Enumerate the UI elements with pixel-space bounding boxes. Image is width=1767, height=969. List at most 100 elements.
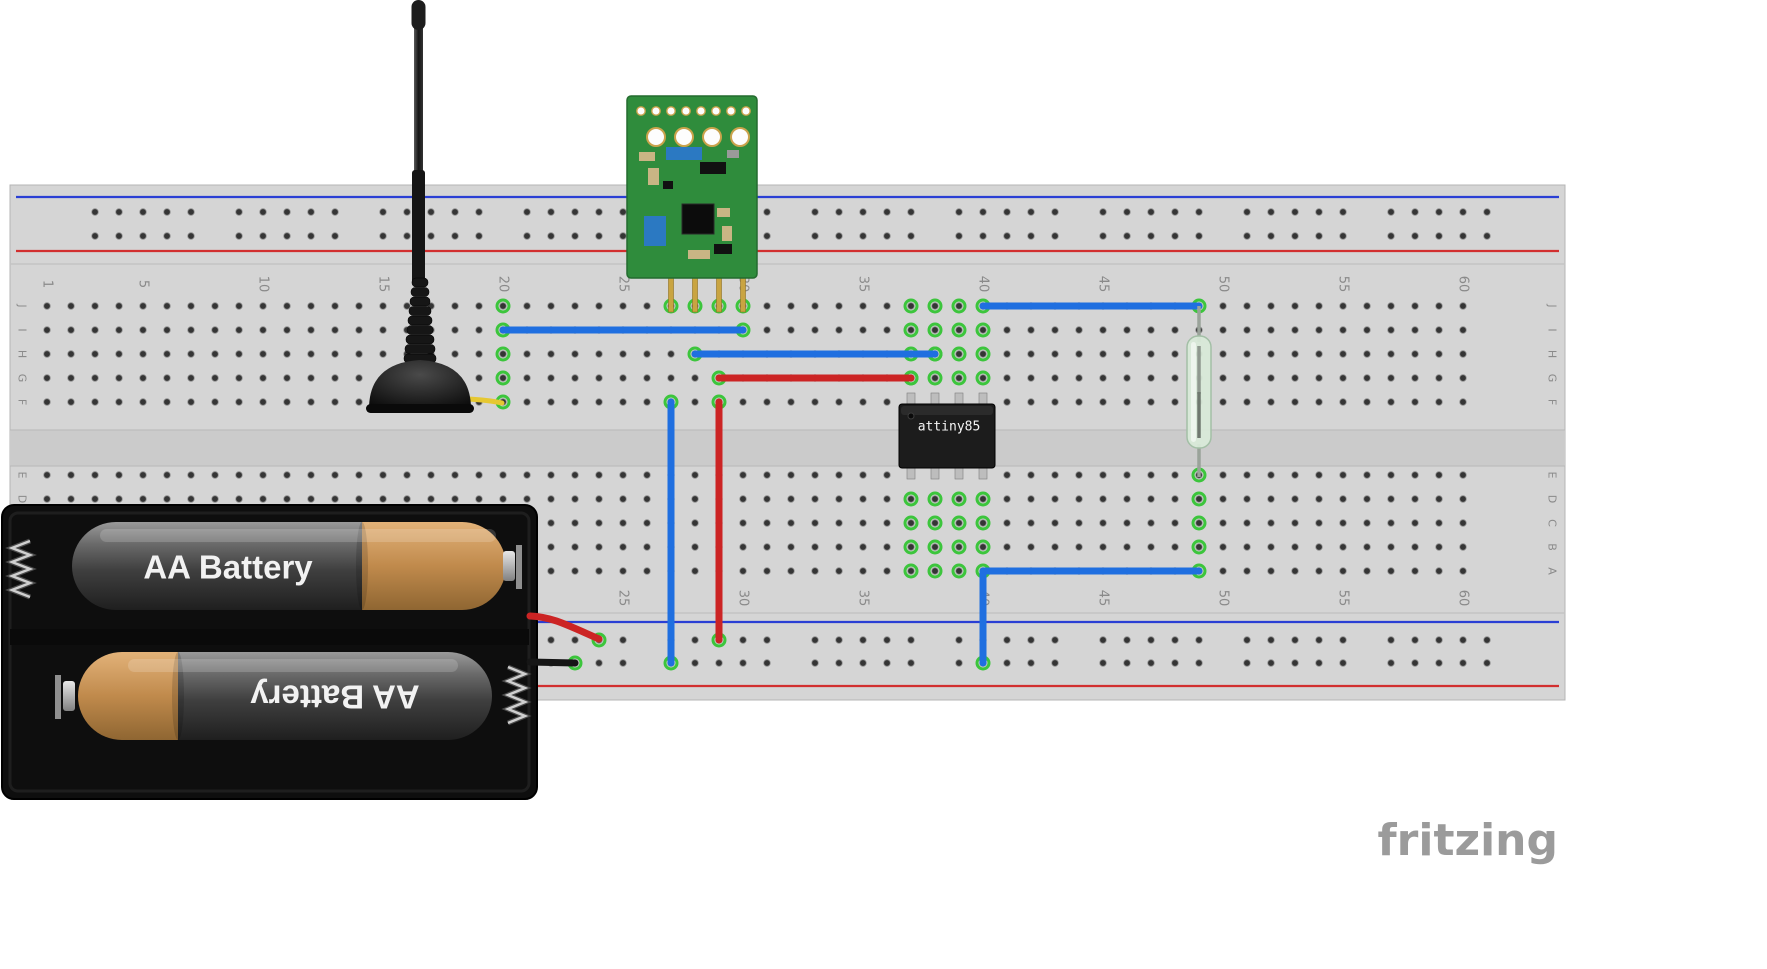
breadboard-hole bbox=[1195, 519, 1203, 527]
breadboard-hole bbox=[451, 326, 459, 334]
breadboard-hole bbox=[1171, 495, 1179, 503]
breadboard-hole bbox=[1195, 636, 1203, 644]
breadboard-hole bbox=[1291, 350, 1299, 358]
breadboard-hole bbox=[1171, 326, 1179, 334]
breadboard-hole bbox=[739, 543, 747, 551]
breadboard-hole bbox=[1051, 471, 1059, 479]
breadboard-hole bbox=[619, 398, 627, 406]
breadboard-hole bbox=[619, 374, 627, 382]
breadboard-hole bbox=[907, 543, 915, 551]
breadboard-hole bbox=[259, 471, 267, 479]
breadboard-hole bbox=[259, 326, 267, 334]
connection-highlight bbox=[927, 539, 943, 555]
breadboard-hole bbox=[1171, 659, 1179, 667]
breadboard-hole bbox=[139, 208, 147, 216]
breadboard-hole bbox=[307, 350, 315, 358]
breadboard-hole bbox=[1051, 208, 1059, 216]
breadboard-hole bbox=[211, 350, 219, 358]
breadboard-hole bbox=[1315, 232, 1323, 240]
breadboard-hole bbox=[787, 398, 795, 406]
breadboard-hole bbox=[91, 326, 99, 334]
breadboard-label: 40 bbox=[976, 276, 991, 293]
breadboard-hole bbox=[931, 543, 939, 551]
breadboard-hole bbox=[907, 326, 915, 334]
breadboard-hole bbox=[331, 471, 339, 479]
breadboard-hole bbox=[1123, 519, 1131, 527]
breadboard-hole bbox=[1267, 232, 1275, 240]
breadboard-hole bbox=[1435, 495, 1443, 503]
breadboard-hole bbox=[619, 302, 627, 310]
breadboard-hole bbox=[1147, 326, 1155, 334]
breadboard-hole bbox=[1483, 659, 1491, 667]
breadboard-hole bbox=[859, 302, 867, 310]
breadboard-hole bbox=[187, 374, 195, 382]
breadboard-hole bbox=[1027, 471, 1035, 479]
breadboard-hole bbox=[835, 495, 843, 503]
breadboard-hole bbox=[1339, 567, 1347, 575]
breadboard-hole bbox=[1075, 398, 1083, 406]
breadboard-hole bbox=[307, 208, 315, 216]
breadboard-hole bbox=[787, 519, 795, 527]
breadboard-hole bbox=[163, 374, 171, 382]
breadboard-hole bbox=[1411, 374, 1419, 382]
breadboard-hole bbox=[211, 374, 219, 382]
connection-highlight bbox=[903, 298, 919, 314]
wire-battery-red[interactable] bbox=[526, 612, 603, 643]
breadboard-hole bbox=[1315, 326, 1323, 334]
breadboard-hole bbox=[451, 350, 459, 358]
breadboard-hole bbox=[43, 495, 51, 503]
breadboard-hole bbox=[1123, 350, 1131, 358]
breadboard-hole bbox=[403, 471, 411, 479]
breadboard-hole bbox=[1027, 659, 1035, 667]
breadboard-hole bbox=[547, 350, 555, 358]
breadboard-hole bbox=[1075, 543, 1083, 551]
breadboard-hole bbox=[1291, 519, 1299, 527]
breadboard-hole bbox=[691, 659, 699, 667]
breadboard-hole bbox=[1291, 636, 1299, 644]
breadboard-hole bbox=[1411, 659, 1419, 667]
connection-highlight bbox=[927, 563, 943, 579]
breadboard-hole bbox=[763, 543, 771, 551]
breadboard-hole bbox=[595, 543, 603, 551]
attiny85-chip[interactable]: attiny85 bbox=[898, 392, 996, 480]
breadboard-hole bbox=[1099, 519, 1107, 527]
breadboard-hole bbox=[1411, 398, 1419, 406]
breadboard-hole bbox=[859, 326, 867, 334]
breadboard-hole bbox=[43, 350, 51, 358]
battery-holder[interactable]: AA Battery AA Battery bbox=[1, 504, 538, 800]
breadboard-hole bbox=[1411, 350, 1419, 358]
wire-blue-l-shape[interactable] bbox=[979, 567, 1203, 667]
breadboard-hole bbox=[523, 208, 531, 216]
breadboard-hole bbox=[1339, 232, 1347, 240]
breadboard-hole bbox=[571, 567, 579, 575]
breadboard-hole bbox=[1171, 208, 1179, 216]
breadboard-hole bbox=[1051, 495, 1059, 503]
breadboard-hole bbox=[547, 519, 555, 527]
breadboard-hole bbox=[1315, 302, 1323, 310]
breadboard-label: 25 bbox=[616, 590, 631, 607]
connection-highlight bbox=[975, 346, 991, 362]
connection-highlight bbox=[975, 491, 991, 507]
reed-switch[interactable] bbox=[1186, 306, 1212, 477]
wire-battery-black[interactable] bbox=[526, 658, 579, 667]
breadboard-hole bbox=[1171, 519, 1179, 527]
breadboard-hole bbox=[475, 302, 483, 310]
breadboard-hole bbox=[67, 398, 75, 406]
breadboard-hole bbox=[547, 398, 555, 406]
breadboard-hole bbox=[1387, 519, 1395, 527]
breadboard-label: H bbox=[1546, 350, 1559, 358]
whip-antenna[interactable] bbox=[366, 0, 505, 413]
breadboard-hole bbox=[1459, 659, 1467, 667]
breadboard-hole bbox=[1051, 636, 1059, 644]
breadboard-hole bbox=[523, 374, 531, 382]
rf-transmitter-module[interactable] bbox=[626, 95, 758, 313]
breadboard-hole bbox=[1315, 659, 1323, 667]
breadboard-hole bbox=[955, 208, 963, 216]
breadboard-hole bbox=[1363, 398, 1371, 406]
breadboard-hole bbox=[1123, 636, 1131, 644]
breadboard-label: A bbox=[1546, 567, 1559, 575]
breadboard-hole bbox=[1435, 567, 1443, 575]
breadboard-hole bbox=[163, 471, 171, 479]
breadboard-hole bbox=[1459, 495, 1467, 503]
breadboard-hole bbox=[1003, 326, 1011, 334]
